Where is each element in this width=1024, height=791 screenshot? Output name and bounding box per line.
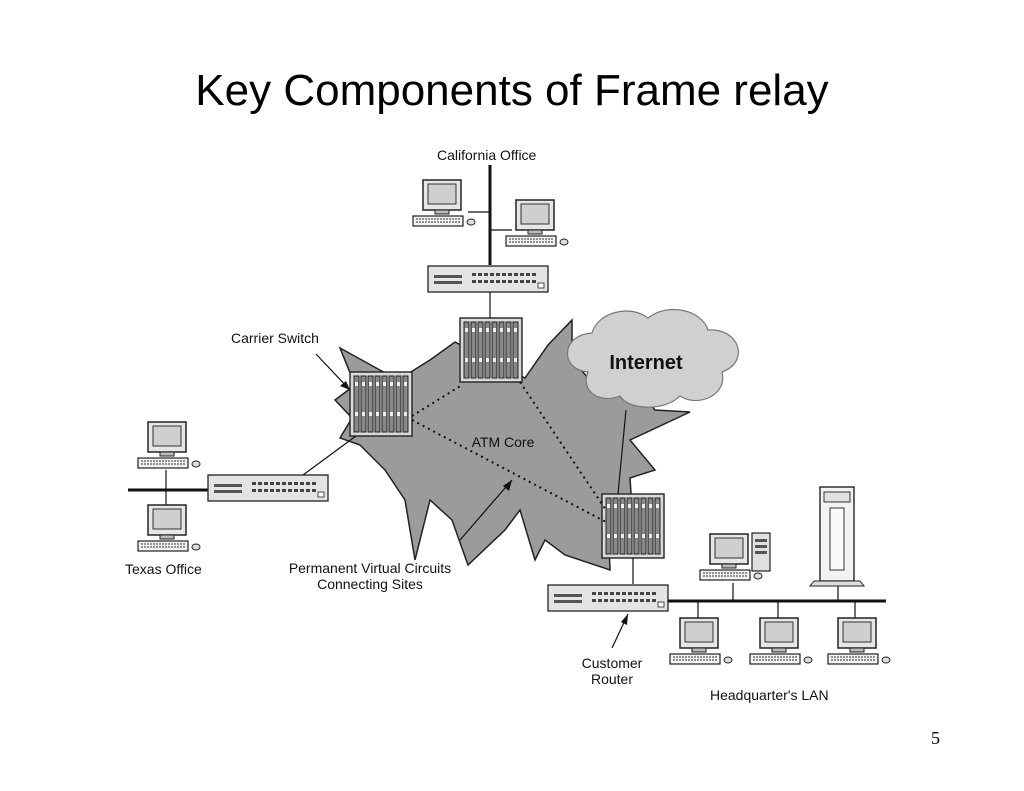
hq-server-icon (808, 486, 866, 587)
california-workstation-icon (412, 179, 476, 227)
hq-lan-label: Headquarter's LAN (710, 687, 829, 703)
hq-router-icon (547, 584, 669, 612)
carrier-switch-icon (459, 317, 523, 383)
slide-title: Key Components of Frame relay (195, 66, 829, 115)
pvc-label-line1: Permanent Virtual Circuits (288, 560, 452, 576)
customer-router-label: Customer Router (572, 655, 652, 687)
carrier-switch-icon (601, 493, 665, 559)
hq-workstation-icon (827, 617, 891, 665)
california-office-label: California Office (437, 147, 537, 163)
carrier-switch-icon (349, 371, 413, 437)
pvc-lines (411, 381, 607, 523)
hq-workstation-icon (749, 617, 813, 665)
hq-tower-icon (751, 532, 771, 572)
texas-workstation-icon (137, 421, 201, 469)
page-number: 5 (931, 728, 940, 748)
atm-core-label: ATM Core (472, 434, 535, 450)
california-workstation-icon (505, 199, 569, 247)
texas-router-icon (207, 474, 329, 502)
internet-label: Internet (609, 352, 683, 374)
texas-workstation-icon (137, 504, 201, 552)
texas-office-label: Texas Office (125, 561, 202, 577)
hq-workstation-icon (669, 617, 733, 665)
customer-router-label-line1: Customer (581, 655, 643, 671)
pvc-label: Permanent Virtual Circuits Connecting Si… (280, 560, 460, 592)
internet-cloud (566, 308, 739, 408)
customer-router-label-line2: Router (590, 671, 634, 687)
carrier-switch-label: Carrier Switch (231, 330, 319, 346)
pvc-label-line2: Connecting Sites (317, 576, 423, 592)
california-router-icon (427, 265, 549, 293)
